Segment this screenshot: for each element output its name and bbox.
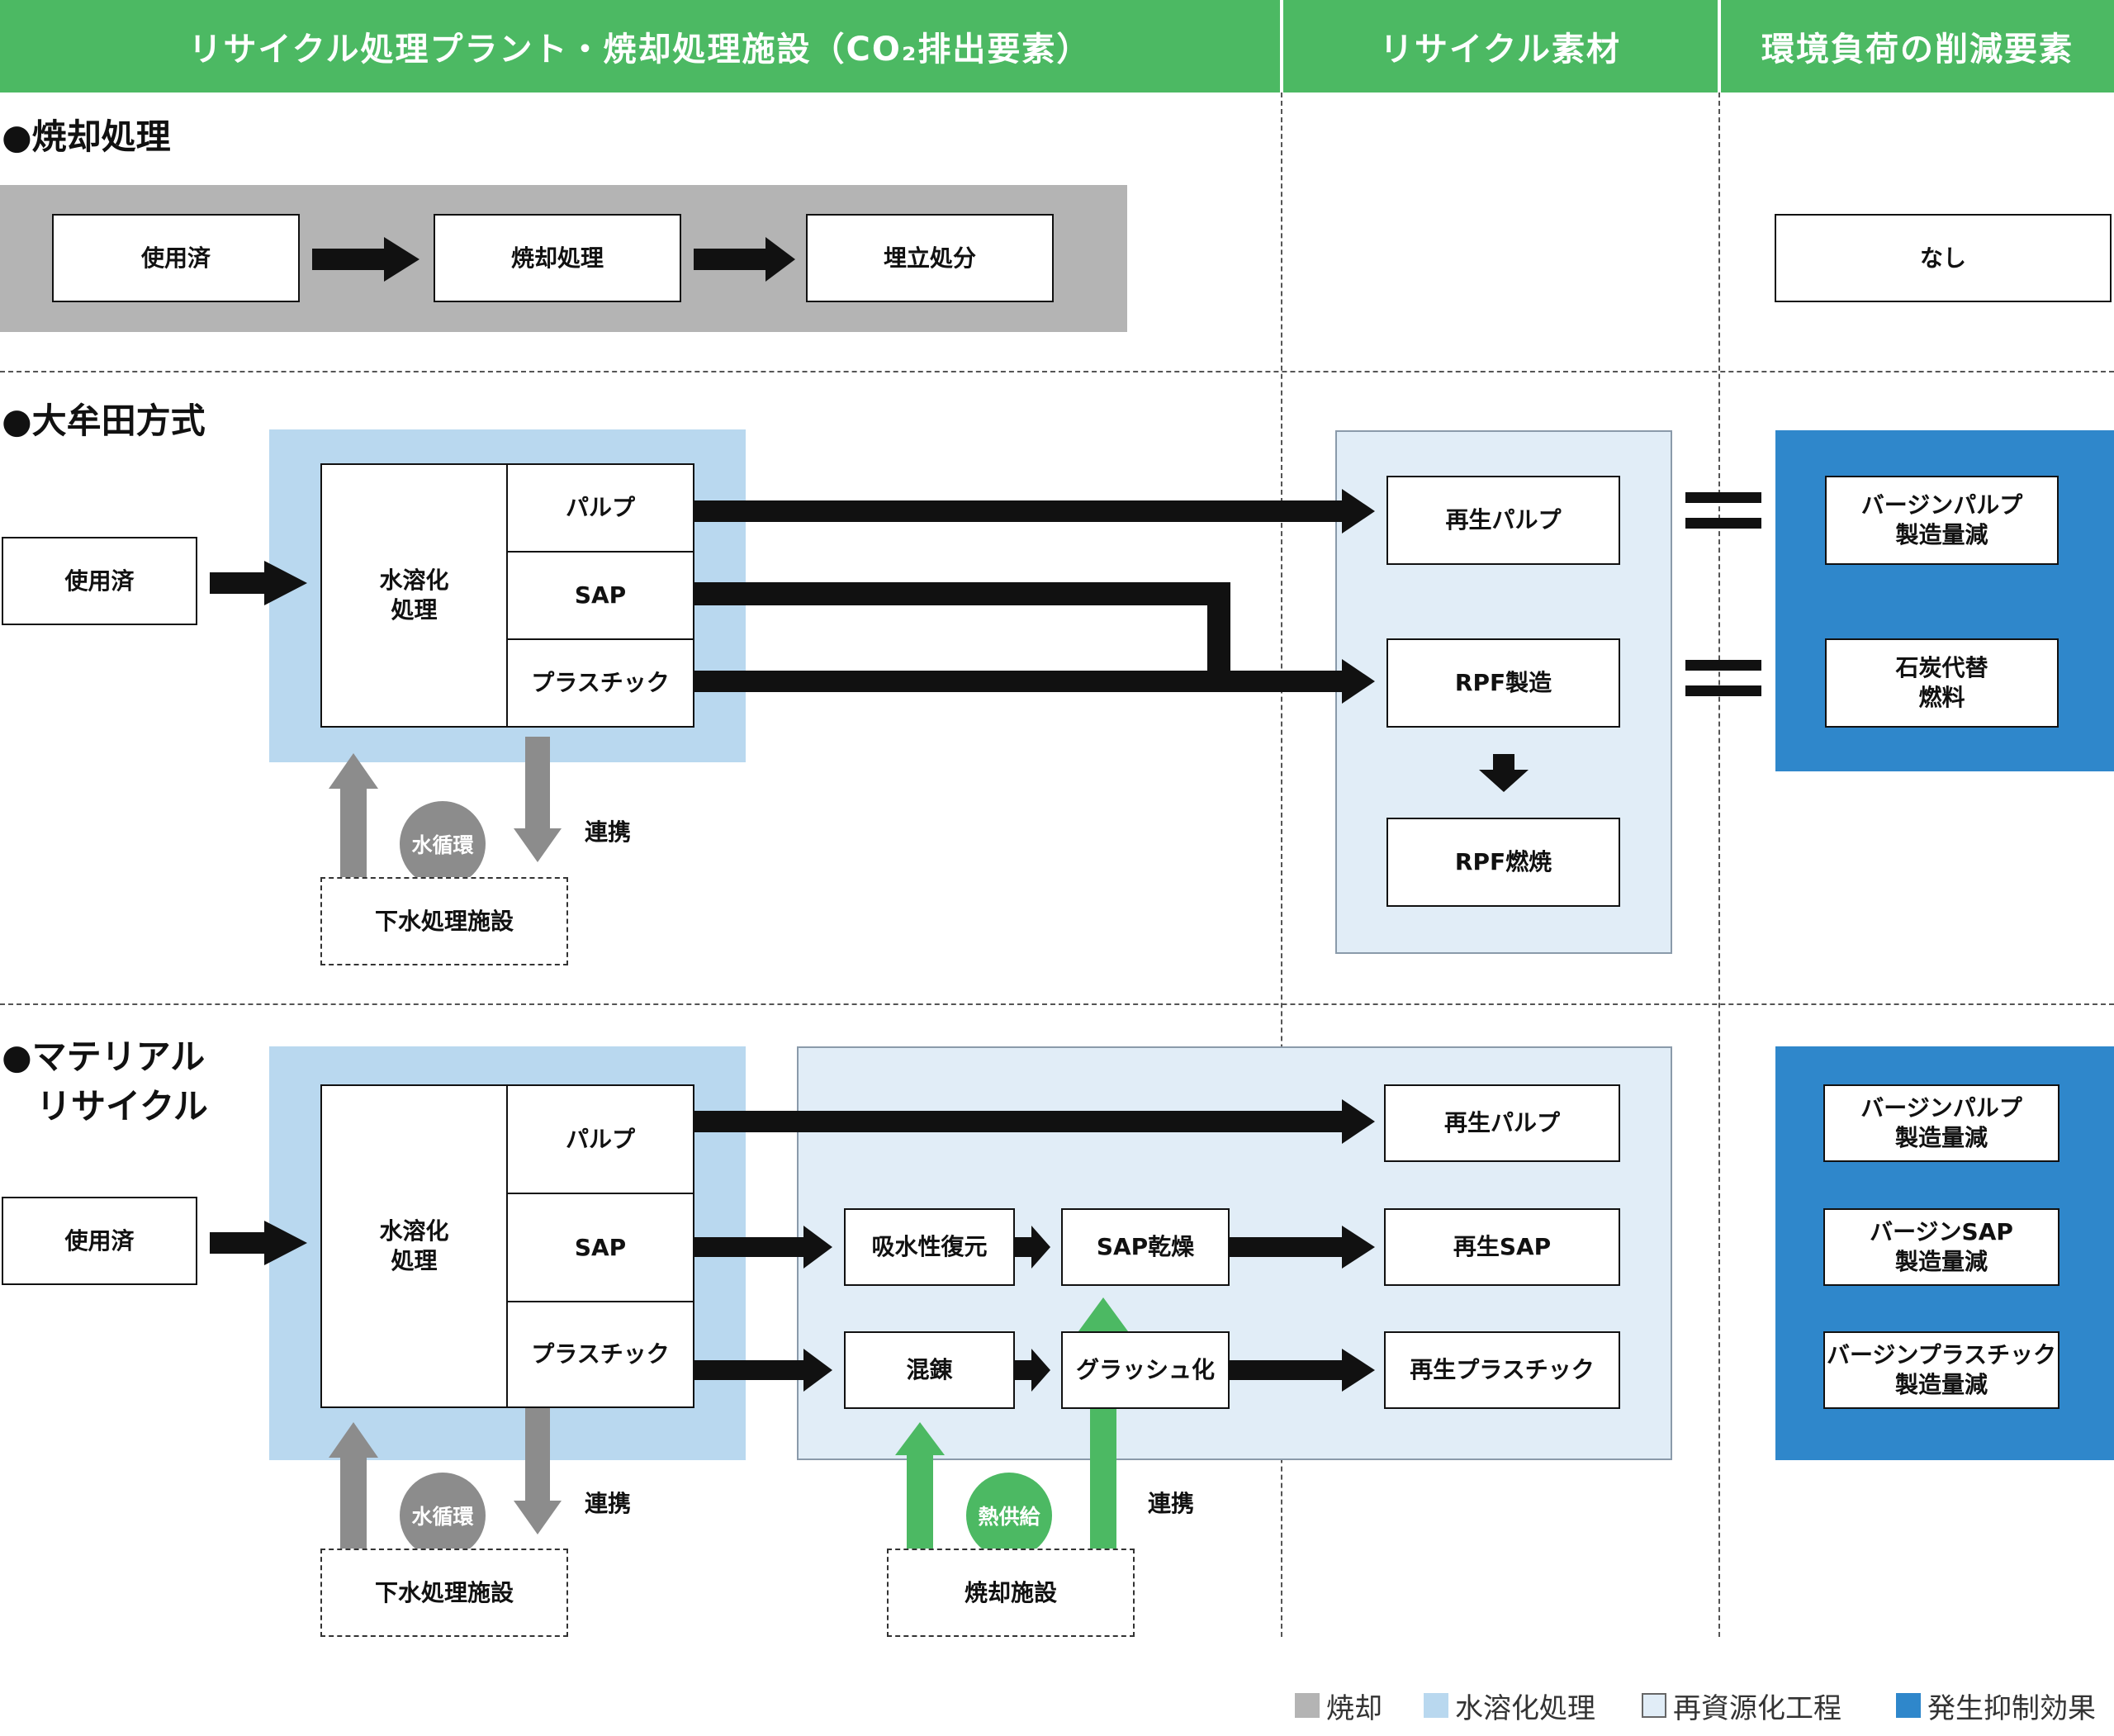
cooperation-label: 連携 xyxy=(1148,1490,1195,1517)
connector-line xyxy=(694,582,1230,605)
cooperation-label: 連携 xyxy=(585,1490,632,1517)
node-recycled-plastic: 再生プラスチック xyxy=(1384,1331,1620,1409)
legend-item-incineration: 焼却 xyxy=(1295,1685,1382,1726)
node-landfill: 埋立処分 xyxy=(806,214,1054,302)
water-cycle-badge: 水循環 xyxy=(400,801,486,887)
arrow-up xyxy=(329,1422,378,1553)
arrow-right xyxy=(1015,1349,1050,1392)
node-sap-dry: SAP乾燥 xyxy=(1061,1208,1230,1286)
arrow-down xyxy=(514,737,562,862)
node-pulp: パルプ xyxy=(506,1084,694,1194)
equals-bar xyxy=(1685,660,1761,671)
arrow-down xyxy=(514,1408,562,1534)
arrow-right xyxy=(312,237,419,282)
header-material-text: リサイクル素材 xyxy=(1380,31,1621,69)
arrow-right xyxy=(1230,1349,1375,1392)
arrow-down xyxy=(1479,754,1529,792)
node-plastic: プラスチック xyxy=(506,1301,694,1408)
section-title-incineration: ●焼却処理 xyxy=(2,116,171,157)
legend-label: 発生抑制効果 xyxy=(1927,1691,2096,1725)
node-pulp: パルプ xyxy=(506,463,694,553)
arrow-right xyxy=(1230,1226,1375,1269)
legend-swatch xyxy=(1642,1693,1666,1718)
node-effect-none: なし xyxy=(1775,214,2112,302)
legend-label: 再資源化工程 xyxy=(1673,1691,1841,1725)
legend-swatch xyxy=(1295,1693,1320,1718)
node-recycled-sap: 再生SAP xyxy=(1384,1208,1620,1286)
header-reduction-text: 環境負荷の削減要素 xyxy=(1761,31,2074,69)
header-material: リサイクル素材 xyxy=(1283,0,1718,92)
node-solubilize: 水溶化 処理 xyxy=(320,1084,508,1408)
arrow-right xyxy=(210,561,307,605)
section-title-omuta: ●大牟田方式 xyxy=(2,401,206,441)
node-sewage: 下水処理施設 xyxy=(320,877,568,965)
node-solubilize: 水溶化 処理 xyxy=(320,463,508,728)
node-coal-substitute: 石炭代替 燃料 xyxy=(1825,638,2059,728)
node-virgin-plastic: バージンプラスチック 製造量減 xyxy=(1823,1331,2059,1409)
node-sap: SAP xyxy=(506,551,694,640)
node-used: 使用済 xyxy=(2,537,197,625)
node-used: 使用済 xyxy=(52,214,300,302)
node-rpf-make: RPF製造 xyxy=(1386,638,1620,728)
node-absorb-restore: 吸水性復元 xyxy=(844,1208,1015,1286)
node-virgin-pulp: バージンパルプ 製造量減 xyxy=(1825,476,2059,565)
node-rpf-burn: RPF燃焼 xyxy=(1386,818,1620,907)
arrow-up xyxy=(895,1422,945,1550)
node-plastic: プラスチック xyxy=(506,638,694,728)
arrow-right xyxy=(694,1226,832,1269)
node-used: 使用済 xyxy=(2,1197,197,1285)
connector-line xyxy=(1207,582,1230,681)
arrow-right xyxy=(210,1221,307,1265)
water-cycle-badge: 水循環 xyxy=(400,1473,486,1558)
node-virgin-pulp: バージンパルプ 製造量減 xyxy=(1823,1084,2059,1162)
row-divider xyxy=(0,1003,2114,1005)
node-sewage: 下水処理施設 xyxy=(320,1549,568,1637)
column-divider xyxy=(1718,92,1720,1637)
arrow-right xyxy=(1015,1226,1050,1269)
node-crush: グラッシュ化 xyxy=(1061,1331,1230,1409)
arrow-right xyxy=(694,659,1375,704)
header-plant: リサイクル処理プラント・焼却処理施設（CO₂排出要素） xyxy=(0,0,1280,92)
legend-swatch xyxy=(1896,1693,1921,1718)
arrow-right xyxy=(694,1099,1375,1144)
header-plant-text: リサイクル処理プラント・焼却処理施設（CO₂排出要素） xyxy=(188,31,1092,69)
arrow-right xyxy=(694,489,1375,534)
row-divider xyxy=(0,371,2114,372)
legend-item-recycle-process: 再資源化工程 xyxy=(1642,1685,1841,1726)
node-incineration-facility: 焼却施設 xyxy=(887,1549,1135,1637)
cooperation-label: 連携 xyxy=(585,818,632,846)
arrow-right xyxy=(694,237,795,282)
node-knead: 混錬 xyxy=(844,1331,1015,1409)
header-reduction: 環境負荷の削減要素 xyxy=(1721,0,2114,92)
legend-label: 焼却 xyxy=(1326,1691,1382,1725)
arrow-up xyxy=(329,753,378,877)
column-divider xyxy=(1281,92,1282,1637)
equals-bar xyxy=(1685,492,1761,503)
legend-item-reduction: 発生抑制効果 xyxy=(1896,1685,2096,1726)
node-virgin-sap: バージンSAP 製造量減 xyxy=(1823,1208,2059,1286)
equals-bar xyxy=(1685,518,1761,529)
node-sap: SAP xyxy=(506,1193,694,1302)
legend-label: 水溶化処理 xyxy=(1455,1691,1595,1725)
node-recycled-pulp: 再生パルプ xyxy=(1386,476,1620,565)
legend-swatch xyxy=(1424,1693,1448,1718)
node-recycled-pulp: 再生パルプ xyxy=(1384,1084,1620,1162)
node-incinerate: 焼却処理 xyxy=(434,214,681,302)
arrow-right xyxy=(694,1349,832,1392)
equals-bar xyxy=(1685,685,1761,696)
legend-item-solubilize: 水溶化処理 xyxy=(1424,1685,1595,1726)
section-title-material: ●マテリアル リサイクル xyxy=(2,1036,208,1127)
heat-supply-badge: 熱供給 xyxy=(966,1473,1052,1558)
